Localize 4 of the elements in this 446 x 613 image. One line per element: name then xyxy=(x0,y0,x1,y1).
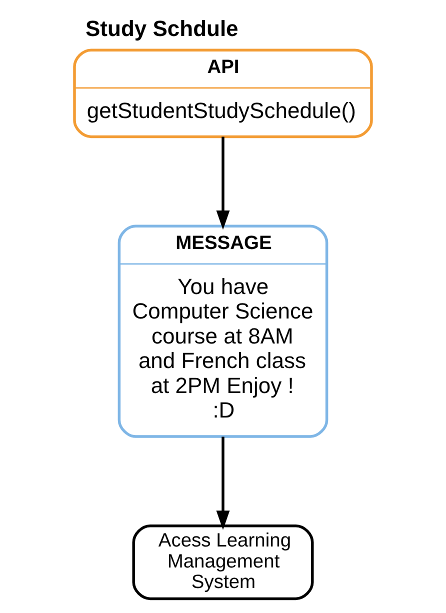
diagram-title: Study Schdule xyxy=(86,16,238,42)
arrow xyxy=(216,136,230,230)
node-box: Acess Learning Management System xyxy=(132,524,314,600)
arrow xyxy=(216,436,230,530)
